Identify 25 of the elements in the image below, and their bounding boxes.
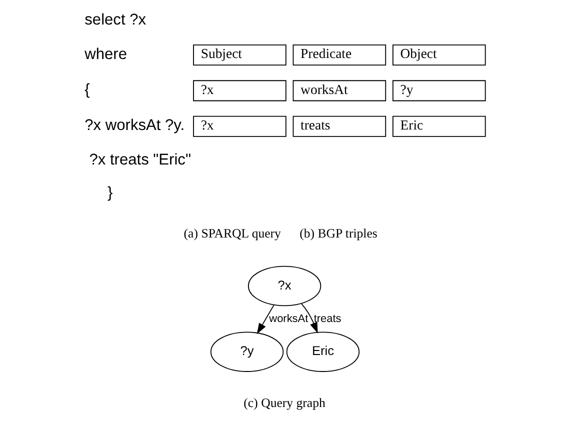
label: Object <box>400 46 436 62</box>
node-ellipse: Eric <box>286 332 360 372</box>
arrow <box>300 303 318 334</box>
label: ?x worksAt ?y. <box>84 117 184 134</box>
label: treats <box>300 118 330 133</box>
label: Subject <box>200 46 242 62</box>
label: ?x <box>200 82 214 97</box>
label: (c) Query graph <box>243 396 325 410</box>
node-ellipse: ?x <box>247 266 321 306</box>
label: (a) SPARQL query <box>183 226 280 241</box>
label: (b) BGP triples <box>299 226 377 241</box>
label: ?y <box>400 82 413 97</box>
label: where <box>84 46 127 63</box>
arrow <box>256 304 274 334</box>
label: Predicate <box>300 46 352 62</box>
label: Eric <box>400 118 423 133</box>
label: ?x treats "Eric" <box>88 151 190 168</box>
edge-label: treats <box>313 312 341 325</box>
label: ?x <box>200 118 214 133</box>
edge-label: worksAt <box>268 312 308 325</box>
label: worksAt <box>300 82 348 97</box>
label: } <box>107 184 112 202</box>
label: { <box>84 81 90 98</box>
node-ellipse: ?y <box>210 332 284 372</box>
label: select ?x <box>84 11 146 28</box>
